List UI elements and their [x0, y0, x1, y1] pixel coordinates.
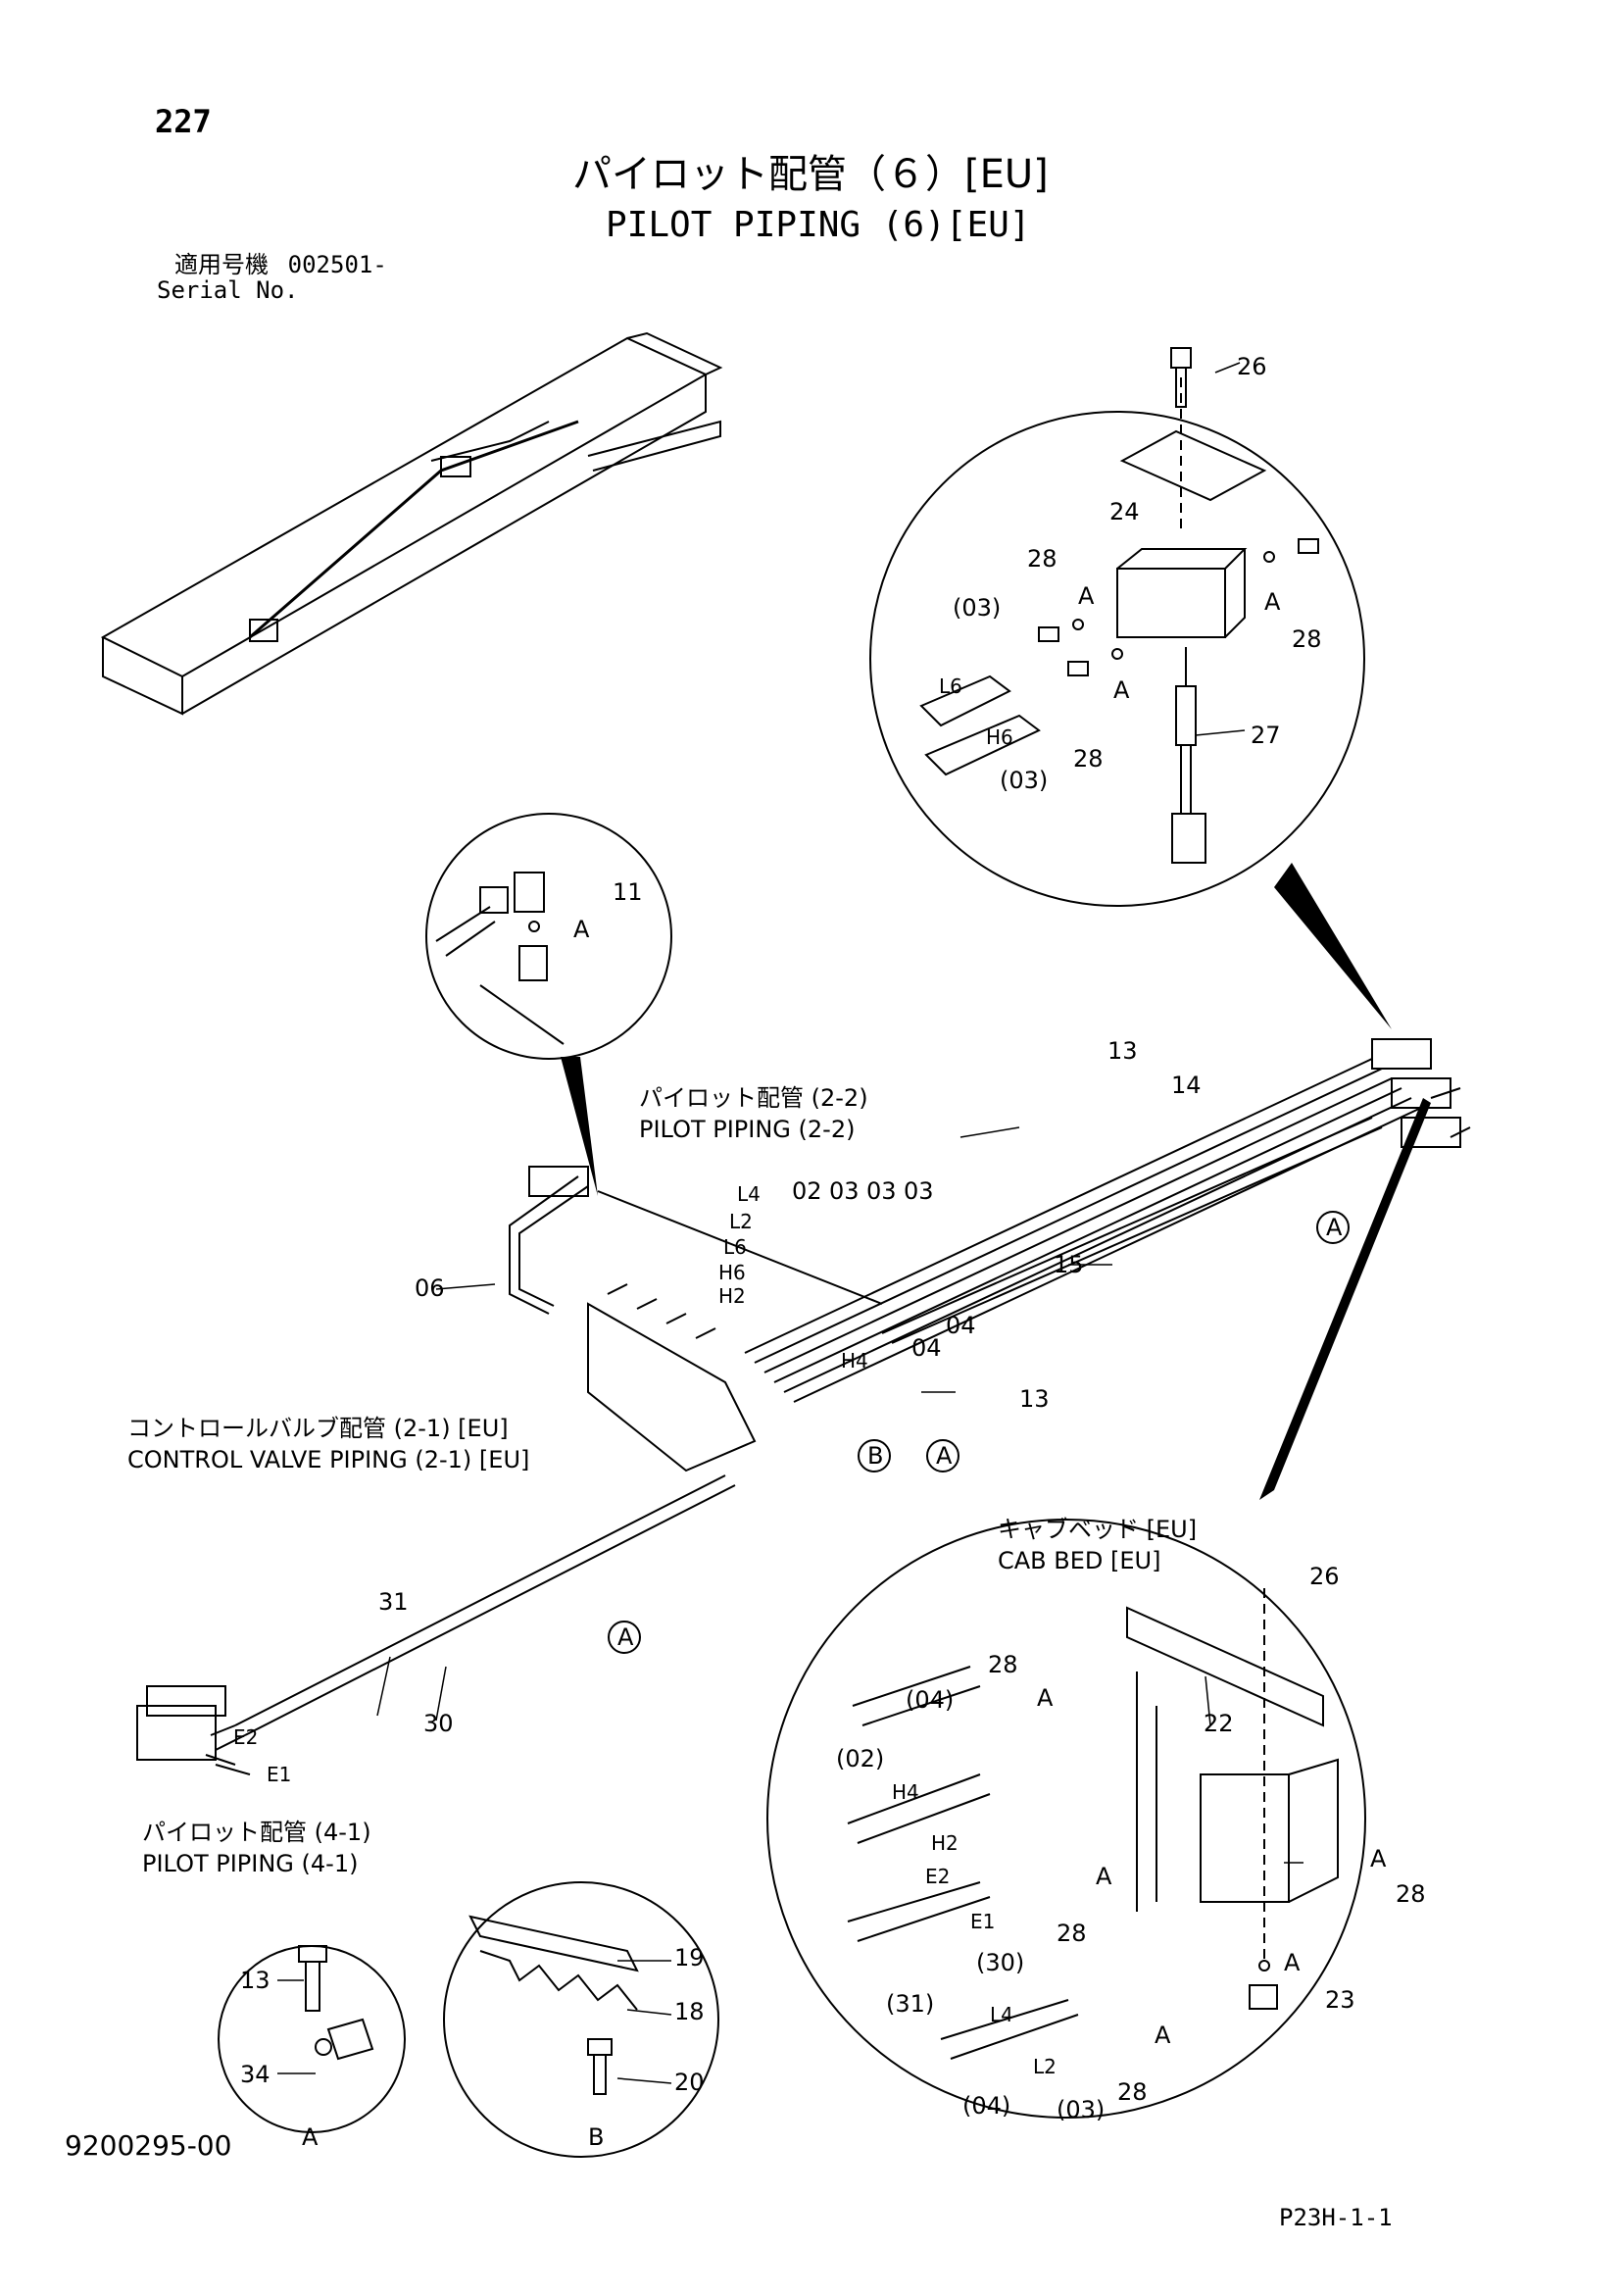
marker-B-1: B	[867, 1442, 884, 1470]
callout-A-5: A	[1037, 1684, 1054, 1712]
callout-A-8: A	[1284, 1949, 1301, 1976]
cab-bed-label-en: CAB BED [EU]	[998, 1547, 1161, 1574]
callout-28-a: 28	[1027, 545, 1057, 573]
sub-view-b	[444, 1882, 718, 2157]
callout-A-2: A	[1264, 588, 1281, 616]
serial-label-jp: 適用号機	[174, 251, 269, 278]
callout-30-p: (30)	[976, 1949, 1025, 1976]
callout-04-b: 04	[911, 1334, 942, 1362]
page-reference-code: P23H-1-1	[1279, 2204, 1393, 2231]
callout-19: 19	[674, 1944, 705, 1972]
page-number: 227	[155, 103, 212, 140]
callout-03-d: 03	[866, 1177, 897, 1205]
pilot-22-label-jp: パイロット配管 (2-2)	[639, 1084, 868, 1112]
callout-03-f: (03)	[1057, 2096, 1106, 2123]
hose-tag-L2-b: L2	[1033, 2055, 1057, 2078]
callout-A-1: A	[1078, 582, 1095, 610]
sub-view-a-label: A	[302, 2123, 319, 2151]
callout-13-b: 13	[1019, 1385, 1050, 1413]
callout-03-b: (03)	[1000, 767, 1049, 794]
callout-02-c: (02)	[836, 1745, 885, 1772]
serial-value: 002501-	[287, 251, 387, 278]
callout-03-c: 03	[829, 1177, 860, 1205]
sub-view-a	[219, 1946, 405, 2132]
hose-tag-E1-a: E1	[267, 1763, 292, 1786]
callout-04-d: (04)	[962, 2092, 1011, 2120]
pilot-hose-bundle	[137, 1039, 1470, 1774]
callout-26-bottom: 26	[1309, 1563, 1340, 1590]
hose-tag-H2-a: H2	[718, 1284, 746, 1308]
document-number: 9200295-00	[65, 2129, 232, 2162]
callout-04-c: (04)	[906, 1686, 955, 1714]
pilot-41-label-jp: パイロット配管 (4-1)	[142, 1819, 371, 1846]
hose-tag-H4-b: H4	[892, 1780, 919, 1804]
callout-28-g: 28	[1117, 2078, 1148, 2106]
reference-markers	[609, 1212, 1349, 1653]
callout-26-top: 26	[1237, 353, 1267, 380]
callout-A-4: A	[573, 916, 590, 943]
pilot-22-label-en: PILOT PIPING (2-2)	[639, 1116, 856, 1143]
hose-tag-H4-a: H4	[841, 1349, 868, 1373]
callout-30: 30	[423, 1710, 454, 1737]
callout-A-9: A	[1155, 2021, 1171, 2049]
sub-view-b-label: B	[588, 2123, 605, 2151]
callout-23: 23	[1325, 1986, 1355, 2014]
callout-22: 22	[1204, 1710, 1234, 1737]
hose-tag-L2-a: L2	[729, 1210, 753, 1233]
hose-tag-L6: L6	[939, 674, 962, 698]
title-japanese: パイロット配管（６）[EU]	[572, 152, 1049, 197]
callout-A-7: A	[1370, 1845, 1387, 1872]
title-english: PILOT PIPING (6)[EU]	[606, 205, 1031, 245]
callout-27: 27	[1251, 722, 1281, 749]
callout-24: 24	[1109, 498, 1140, 525]
detail-circle-bottom	[767, 1520, 1365, 2118]
hose-tag-L6-b: L6	[723, 1235, 747, 1259]
hose-tag-L4-a: L4	[737, 1182, 761, 1206]
cab-frame-overview	[103, 333, 720, 714]
callout-15: 15	[1054, 1251, 1084, 1278]
callout-14: 14	[1171, 1072, 1202, 1099]
detail-circle-fitting	[426, 814, 671, 1059]
callout-28-d: 28	[988, 1651, 1018, 1678]
callout-02: 02	[792, 1177, 822, 1205]
callout-13-a: 13	[1107, 1037, 1138, 1065]
callout-A-3: A	[1113, 676, 1130, 704]
hose-tag-L4-b: L4	[990, 2003, 1013, 2026]
callout-20: 20	[674, 2069, 705, 2096]
callout-03-e: 03	[904, 1177, 934, 1205]
hose-tag-E2-b: E2	[925, 1865, 951, 1888]
control-valve-label-en: CONTROL VALVE PIPING (2-1) [EU]	[127, 1446, 530, 1473]
callout-A-6: A	[1096, 1863, 1112, 1890]
hose-tag-E2-a: E2	[233, 1725, 259, 1749]
callout-18: 18	[674, 1998, 705, 2025]
marker-A-1: A	[1326, 1214, 1343, 1241]
callout-31: 31	[378, 1588, 409, 1616]
callout-04-a: 04	[946, 1312, 976, 1339]
callout-28-f: 28	[1396, 1880, 1426, 1908]
serial-label-english: Serial No.	[157, 276, 299, 304]
callout-28-e: 28	[1057, 1920, 1087, 1947]
callout-06: 06	[415, 1274, 445, 1302]
callout-34: 34	[240, 2061, 270, 2088]
callout-13-c: 13	[240, 1967, 270, 1994]
hose-tag-H6-b: H6	[718, 1261, 746, 1284]
hose-tag-H6: H6	[986, 725, 1013, 749]
leader-lines	[277, 363, 1303, 2083]
callout-11: 11	[613, 878, 643, 906]
callout-28-c: 28	[1073, 745, 1104, 773]
hose-tag-H2-b: H2	[931, 1831, 959, 1855]
marker-A-2: A	[936, 1442, 953, 1470]
detail-circle-top	[870, 348, 1364, 906]
pilot-41-label-en: PILOT PIPING (4-1)	[142, 1850, 359, 1877]
callout-28-b: 28	[1292, 625, 1322, 653]
marker-A-3: A	[617, 1623, 634, 1651]
callout-03-a: (03)	[953, 594, 1002, 622]
control-valve-label-jp: コントロールバルブ配管 (2-1) [EU]	[127, 1415, 509, 1442]
serial-label-japanese: 適用号機 002501-	[174, 253, 387, 276]
hose-tag-E1-b: E1	[970, 1910, 996, 1933]
callout-31-p: (31)	[886, 1990, 935, 2018]
cab-bed-label-jp: キャブベッド [EU]	[998, 1516, 1198, 1543]
